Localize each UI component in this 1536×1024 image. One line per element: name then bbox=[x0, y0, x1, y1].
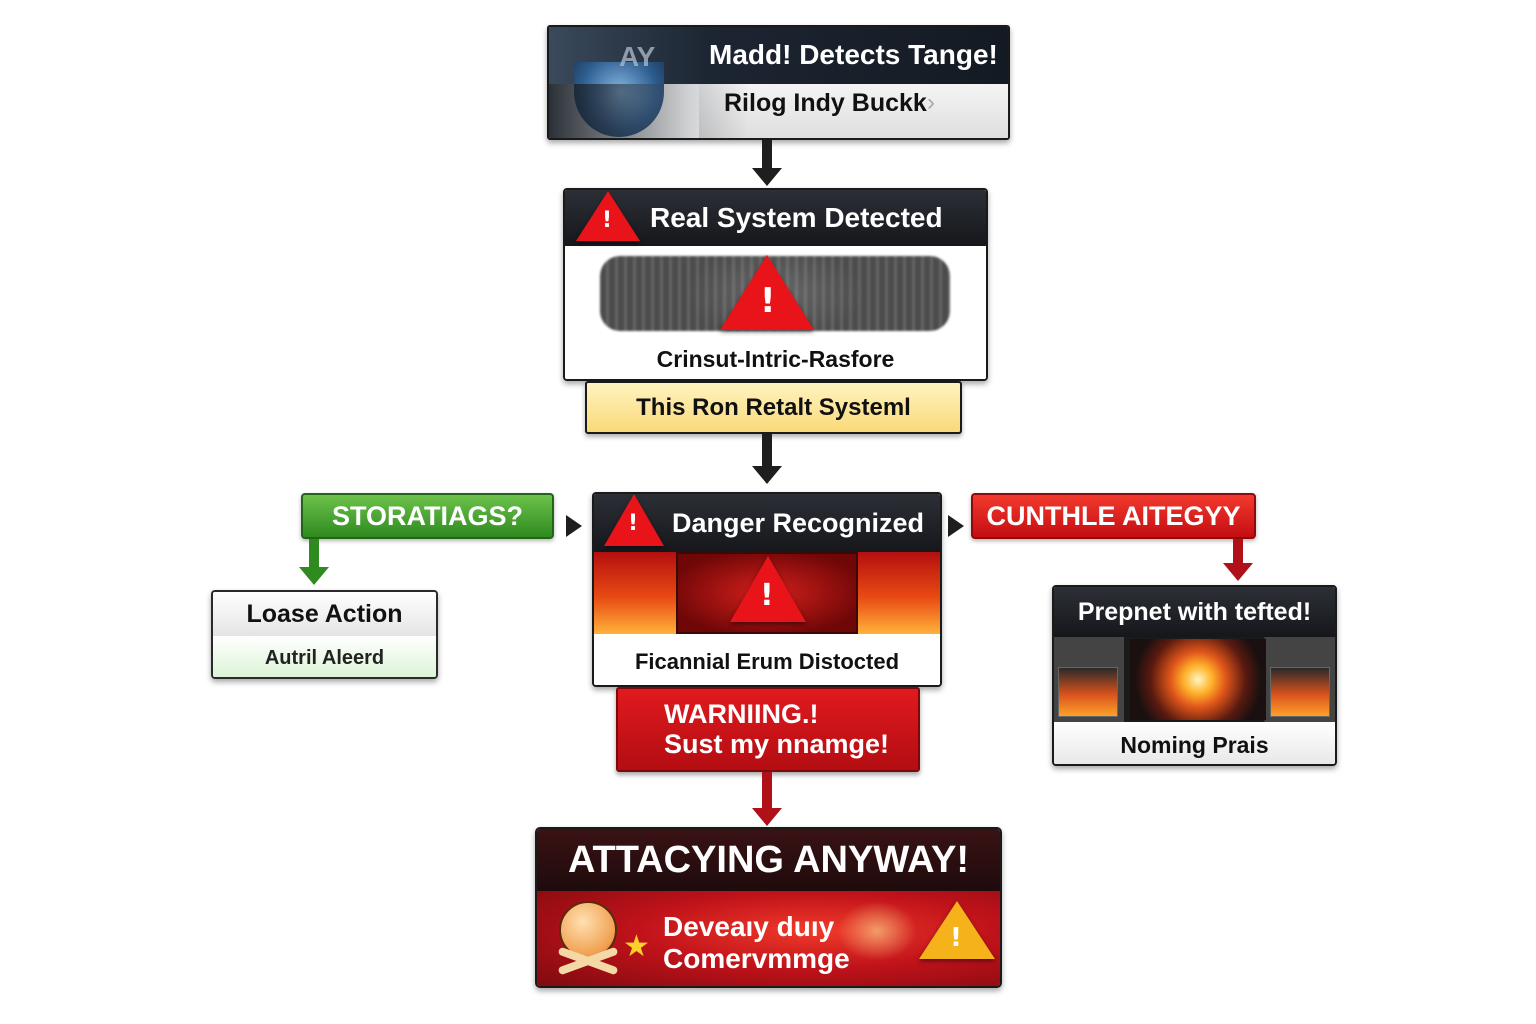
top-fade bbox=[549, 84, 749, 138]
attack-node: ATTACYING ANYWAY! ★ Deveaıy duıy Comervm… bbox=[535, 827, 1002, 988]
strategy-tag: STORATIAGS? bbox=[301, 493, 554, 539]
prepnet-title: Prepnet with tefted! bbox=[1077, 597, 1312, 626]
prepnet-caption-bar: Noming Prais bbox=[1054, 722, 1335, 764]
control-strategy-tag: CUNTHLE AITEGYY bbox=[971, 493, 1256, 539]
fire-left bbox=[1058, 667, 1118, 717]
danger-caption: Ficannial Erum Distocted bbox=[634, 648, 900, 674]
system-note: This Ron Retalt Systeml bbox=[585, 381, 962, 434]
attack-line-1: Deveaıy duıy bbox=[663, 911, 835, 942]
lose-action-subtitle: Autril Aleerd bbox=[264, 647, 385, 669]
flow-arrow-right bbox=[948, 515, 964, 537]
warning-triangle-icon bbox=[720, 255, 814, 330]
real-system-body: ! Crinsut-Intric-Rasfore bbox=[565, 246, 986, 379]
lose-action-body: Autril Aleerd bbox=[213, 636, 436, 677]
warning-triangle-icon bbox=[730, 556, 806, 622]
warning-triangle-icon bbox=[604, 494, 664, 546]
star-icon: ★ bbox=[623, 930, 650, 963]
prepnet-node: Prepnet with tefted! Noming Prais bbox=[1052, 585, 1337, 766]
top-badge: AY bbox=[619, 41, 656, 72]
attack-header: ATTACYING ANYWAY! bbox=[537, 829, 1000, 891]
prepnet-header: Prepnet with tefted! bbox=[1054, 587, 1335, 637]
attack-line-2: Comervmmge bbox=[663, 943, 850, 974]
flow-arrow bbox=[752, 140, 782, 186]
flow-arrow-green bbox=[299, 539, 329, 585]
attack-glow bbox=[837, 901, 917, 961]
real-system-title: Real System Detected bbox=[650, 202, 943, 233]
flow-arrow-red bbox=[752, 772, 782, 826]
exclamation-mark: ! bbox=[760, 578, 774, 613]
control-strategy-text: CUNTHLE AITEGYY bbox=[986, 500, 1241, 531]
prepnet-caption: Noming Prais bbox=[1120, 731, 1269, 758]
warning-line-1: WARNIING.! bbox=[664, 699, 819, 729]
top-title: Madd! Detects Tange! bbox=[709, 39, 998, 70]
real-system-caption: Crinsut-Intric-Rasfore bbox=[656, 346, 895, 372]
explosion-icon bbox=[1130, 639, 1266, 720]
top-subtitle: Rilog Indy Buckk bbox=[724, 89, 927, 117]
exclamation-mark: ! bbox=[602, 208, 613, 233]
danger-title: Danger Recognized bbox=[672, 507, 925, 538]
lose-action-node: Loase Action Autril Aleerd bbox=[211, 590, 438, 679]
detection-node: AY Madd! Detects Tange! Rilog Indy Buckk… bbox=[547, 25, 1010, 140]
danger-caption-bar: Ficannial Erum Distocted bbox=[594, 634, 940, 685]
top-subbar bbox=[699, 84, 1008, 138]
flow-arrow-red bbox=[1223, 539, 1253, 581]
exclamation-mark: ! bbox=[628, 511, 639, 536]
exclamation-mark: ! bbox=[760, 281, 776, 321]
exclamation-mark: ! bbox=[950, 923, 962, 953]
chevron-right-icon: › bbox=[927, 89, 935, 116]
attack-title: ATTACYING ANYWAY! bbox=[567, 838, 970, 881]
system-note-text: This Ron Retalt Systeml bbox=[636, 393, 911, 421]
warning-triangle-icon bbox=[576, 191, 640, 241]
lose-action-header: Loase Action bbox=[213, 592, 436, 636]
flow-arrow-right bbox=[566, 515, 582, 537]
lose-action-title: Loase Action bbox=[246, 599, 403, 628]
fire-right bbox=[1270, 667, 1330, 717]
warning-triangle-icon bbox=[919, 901, 995, 959]
warning-node: WARNIING.! Sust my nnamge! bbox=[616, 687, 920, 772]
flow-arrow bbox=[752, 434, 782, 484]
warning-line-2: Sust my nnamge! bbox=[664, 729, 890, 759]
strategy-tag-text: STORATIAGS? bbox=[331, 500, 523, 531]
